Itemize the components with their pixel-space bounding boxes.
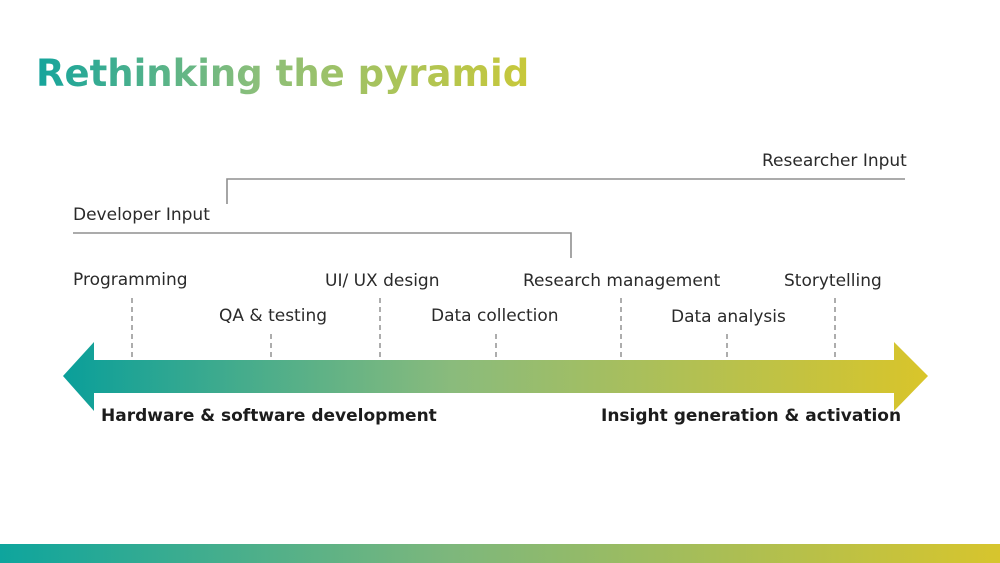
footer-gradient-bar: [0, 544, 1000, 563]
stage-qa-testing: QA & testing: [219, 306, 328, 326]
stage-programming: Programming: [73, 270, 188, 290]
researcher-input-bracket: [226, 178, 905, 204]
axis-left-label: Hardware & software development: [101, 406, 437, 426]
researcher-input-label: Researcher Input: [762, 151, 907, 171]
stage-data-collection: Data collection: [431, 306, 559, 326]
developer-input-bracket: [73, 232, 572, 258]
developer-input-label: Developer Input: [73, 205, 210, 225]
spectrum-arrow: [63, 342, 928, 411]
stage-research-management: Research management: [523, 271, 721, 291]
stage-data-analysis: Data analysis: [671, 307, 786, 327]
stage-ui-ux-design: UI/ UX design: [325, 271, 440, 291]
axis-right-label: Insight generation & activation: [601, 406, 902, 426]
slide-title: Rethinking the pyramid: [36, 52, 530, 95]
stage-storytelling: Storytelling: [784, 271, 882, 291]
